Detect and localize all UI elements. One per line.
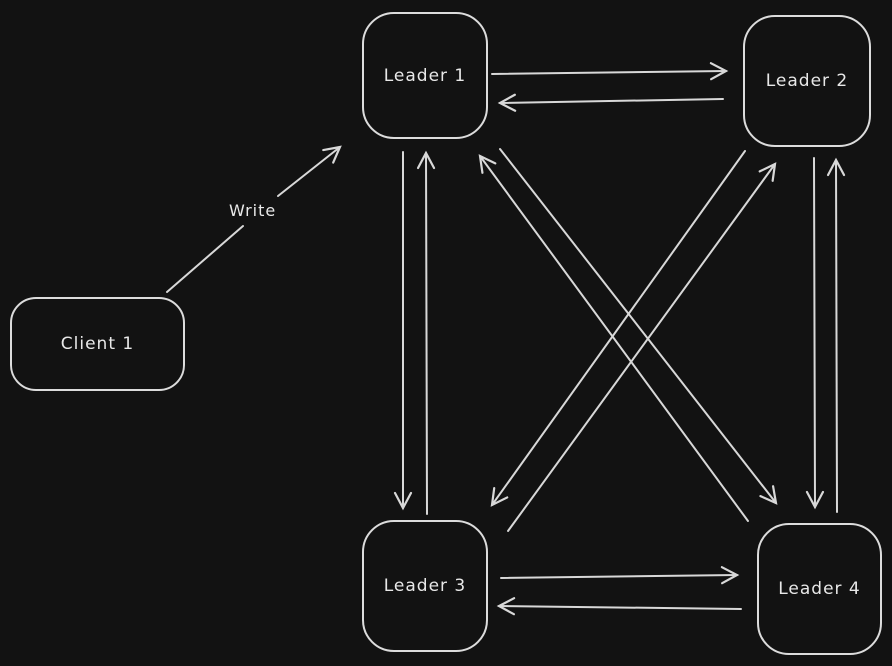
arrow-leader-2-to-leader-4[interactable] xyxy=(805,157,825,510)
arrow-leader-2-to-leader-1[interactable] xyxy=(497,93,724,112)
arrow-leader-1-to-leader-2[interactable] xyxy=(491,62,729,81)
node-leader-2-label: Leader 2 xyxy=(765,71,849,91)
arrow-client-1-to-leader-1[interactable] xyxy=(166,145,342,293)
node-leader-4[interactable]: Leader 4 xyxy=(757,523,882,655)
node-leader-1-label: Leader 1 xyxy=(383,65,467,86)
node-leader-3[interactable]: Leader 3 xyxy=(362,520,488,652)
arrow-leader-3-to-leader-4[interactable] xyxy=(500,566,740,585)
edge-label-write: Write xyxy=(226,201,280,220)
node-leader-3-label: Leader 3 xyxy=(383,576,467,596)
arrow-leader-4-to-leader-2[interactable] xyxy=(826,157,846,513)
node-leader-4-label: Leader 4 xyxy=(778,579,861,599)
arrow-leader-4-to-leader-1[interactable] xyxy=(478,154,749,522)
arrow-leader-3-to-leader-1[interactable] xyxy=(416,150,436,515)
arrow-leader-1-to-leader-4[interactable] xyxy=(499,148,778,505)
node-leader-1[interactable]: Leader 1 xyxy=(362,12,488,139)
arrow-leader-3-to-leader-2[interactable] xyxy=(507,162,777,532)
node-client-1[interactable]: Client 1 xyxy=(10,297,185,391)
node-leader-2[interactable]: Leader 2 xyxy=(743,15,871,147)
arrow-leader-4-to-leader-3[interactable] xyxy=(496,597,742,616)
arrow-leader-2-to-leader-3[interactable] xyxy=(490,150,746,507)
node-client-1-label: Client 1 xyxy=(60,334,135,354)
